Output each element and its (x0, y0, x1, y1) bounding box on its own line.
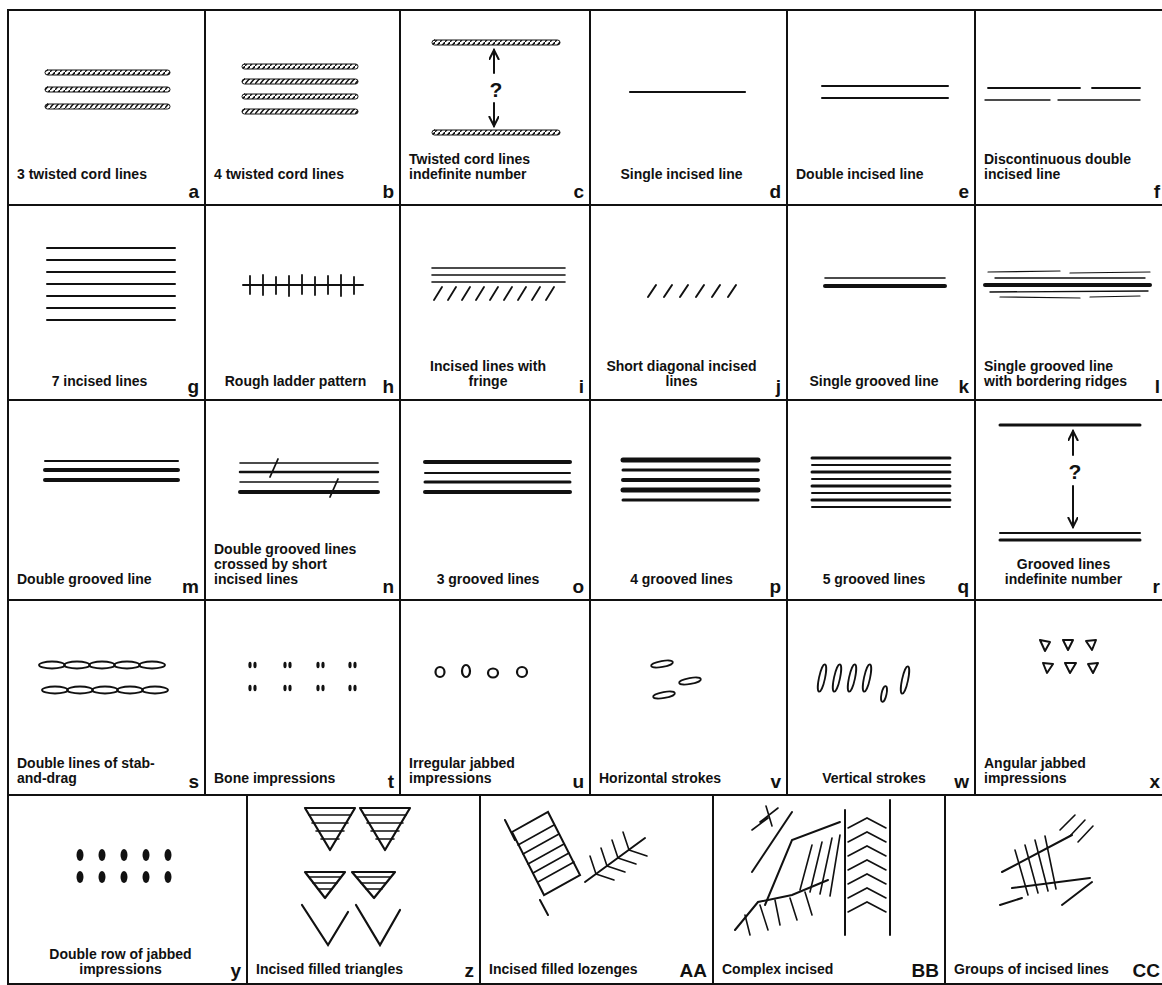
motif-letter: y (230, 961, 241, 981)
motif-cell: Discontinuous double incised line f (974, 9, 1162, 206)
motif-label: Double grooved lines crossed by short in… (214, 542, 377, 587)
motif-cell: Incised lines with fringe i (399, 204, 591, 401)
motif-label: 4 grooved lines (599, 572, 764, 587)
motif-cell: Single incised line d (589, 9, 788, 206)
motif-letter: v (770, 772, 781, 792)
question-mark: ? (1069, 461, 1082, 483)
motif-letter: c (573, 182, 584, 202)
question-mark: ? (490, 79, 503, 101)
motif-label: 3 grooved lines (409, 572, 567, 587)
motif-label: Irregular jabbed impressions (409, 756, 567, 786)
motif-label: Bone impressions (214, 771, 377, 786)
motif-letter: b (382, 182, 394, 202)
motif-label: Vertical strokes (796, 771, 952, 786)
motif-label: Double lines of stab-and-drag (17, 756, 182, 786)
motif-cell: ? Twisted cord lines indefinite number c (399, 9, 591, 206)
motif-label: 5 grooved lines (796, 572, 952, 587)
motif-cell: Horizontal strokes v (589, 599, 788, 796)
motif-label: Double row of jabbed impressions (17, 947, 224, 977)
motif-letter: AA (680, 961, 707, 981)
motif-label: Double incised line (796, 167, 952, 182)
motif-letter: s (188, 772, 199, 792)
motif-letter: u (572, 772, 584, 792)
motif-letter: q (957, 577, 969, 597)
motif-cell: Double grooved linem (7, 399, 206, 601)
motif-label: Double grooved line (17, 572, 182, 587)
motif-letter: z (465, 961, 475, 981)
motif-cell: 3 twisted cord lines a (7, 9, 206, 206)
motif-cell: Incised filled lozengesAA (479, 794, 714, 985)
motif-cell: Double grooved lines crossed by short in… (204, 399, 401, 601)
motif-label: Short diagonal incised lines (599, 359, 764, 389)
motif-cell: Rough ladder pattern h (204, 204, 401, 401)
motif-letter: k (958, 377, 969, 397)
motif-label: Groups of incised lines (954, 962, 1131, 977)
motif-letter: e (958, 182, 969, 202)
motif-letter: t (388, 772, 394, 792)
motif-letter: x (1149, 772, 1160, 792)
motif-label: Twisted cord lines indefinite number (409, 152, 567, 182)
motif-cell: 7 incised lines g (7, 204, 206, 401)
motif-cell: 5 grooved lines q (786, 399, 976, 601)
motif-cell: Double incised line e (786, 9, 976, 206)
motif-letter: o (572, 577, 584, 597)
motif-cell: Single grooved line k (786, 204, 976, 401)
motif-label: Discontinuous double incised line (984, 152, 1143, 182)
motif-cell: 4 grooved lines p (589, 399, 788, 601)
motif-letter: j (776, 377, 781, 397)
motif-cell: Groups of incised linesCC (944, 794, 1162, 985)
motif-letter: i (579, 377, 584, 397)
motif-letter: m (182, 577, 199, 597)
motif-cell: Short diagonal incised lines j (589, 204, 788, 401)
motif-cell: Vertical strokesw (786, 599, 976, 796)
motif-cell: Angular jabbed impressions x (974, 599, 1162, 796)
motif-letter: a (188, 182, 199, 202)
motif-label: Single grooved line with bordering ridge… (984, 359, 1143, 389)
motif-label: Incised filled triangles (256, 962, 457, 977)
motif-letter: l (1155, 377, 1160, 397)
motif-cell: Double lines of stab-and-drag s (7, 599, 206, 796)
motif-letter: g (187, 377, 199, 397)
motif-label: 7 incised lines (17, 374, 182, 389)
motif-cell: Irregular jabbed impressionsu (399, 599, 591, 796)
motif-label: Single grooved line (796, 374, 952, 389)
motif-letter: w (954, 772, 969, 792)
motif-cell: Incised filled triangles z (246, 794, 481, 985)
motif-label: 3 twisted cord lines (17, 167, 182, 182)
motif-letter: BB (912, 961, 939, 981)
motif-letter: f (1154, 182, 1160, 202)
motif-label: Complex incised (722, 962, 910, 977)
motif-letter: n (382, 577, 394, 597)
motif-letter: d (769, 182, 781, 202)
motif-label: 4 twisted cord lines (214, 167, 377, 182)
motif-label: Single incised line (599, 167, 764, 182)
motif-cell: Double row of jabbed impressions y (7, 794, 248, 985)
motif-label: Angular jabbed impressions (984, 756, 1143, 786)
motif-label: Incised lines with fringe (409, 359, 567, 389)
motif-label: Rough ladder pattern (214, 374, 377, 389)
motif-cell: Single grooved line with bordering ridge… (974, 204, 1162, 401)
motif-letter: h (382, 377, 394, 397)
motif-letter: r (1153, 577, 1160, 597)
motif-cell: Bone impressions t (204, 599, 401, 796)
motif-cell: Complex incisedBB (712, 794, 946, 985)
motif-cell: 4 twisted cord lines b (204, 9, 401, 206)
motif-letter: CC (1133, 961, 1160, 981)
motif-letter: p (769, 577, 781, 597)
motif-label: Horizontal strokes (599, 771, 764, 786)
motif-label: Incised filled lozenges (489, 962, 678, 977)
motif-cell: 3 grooved lines o (399, 399, 591, 601)
motif-cell: ? Grooved lines indefinite number r (974, 399, 1162, 601)
motif-label: Grooved lines indefinite number (984, 557, 1143, 587)
